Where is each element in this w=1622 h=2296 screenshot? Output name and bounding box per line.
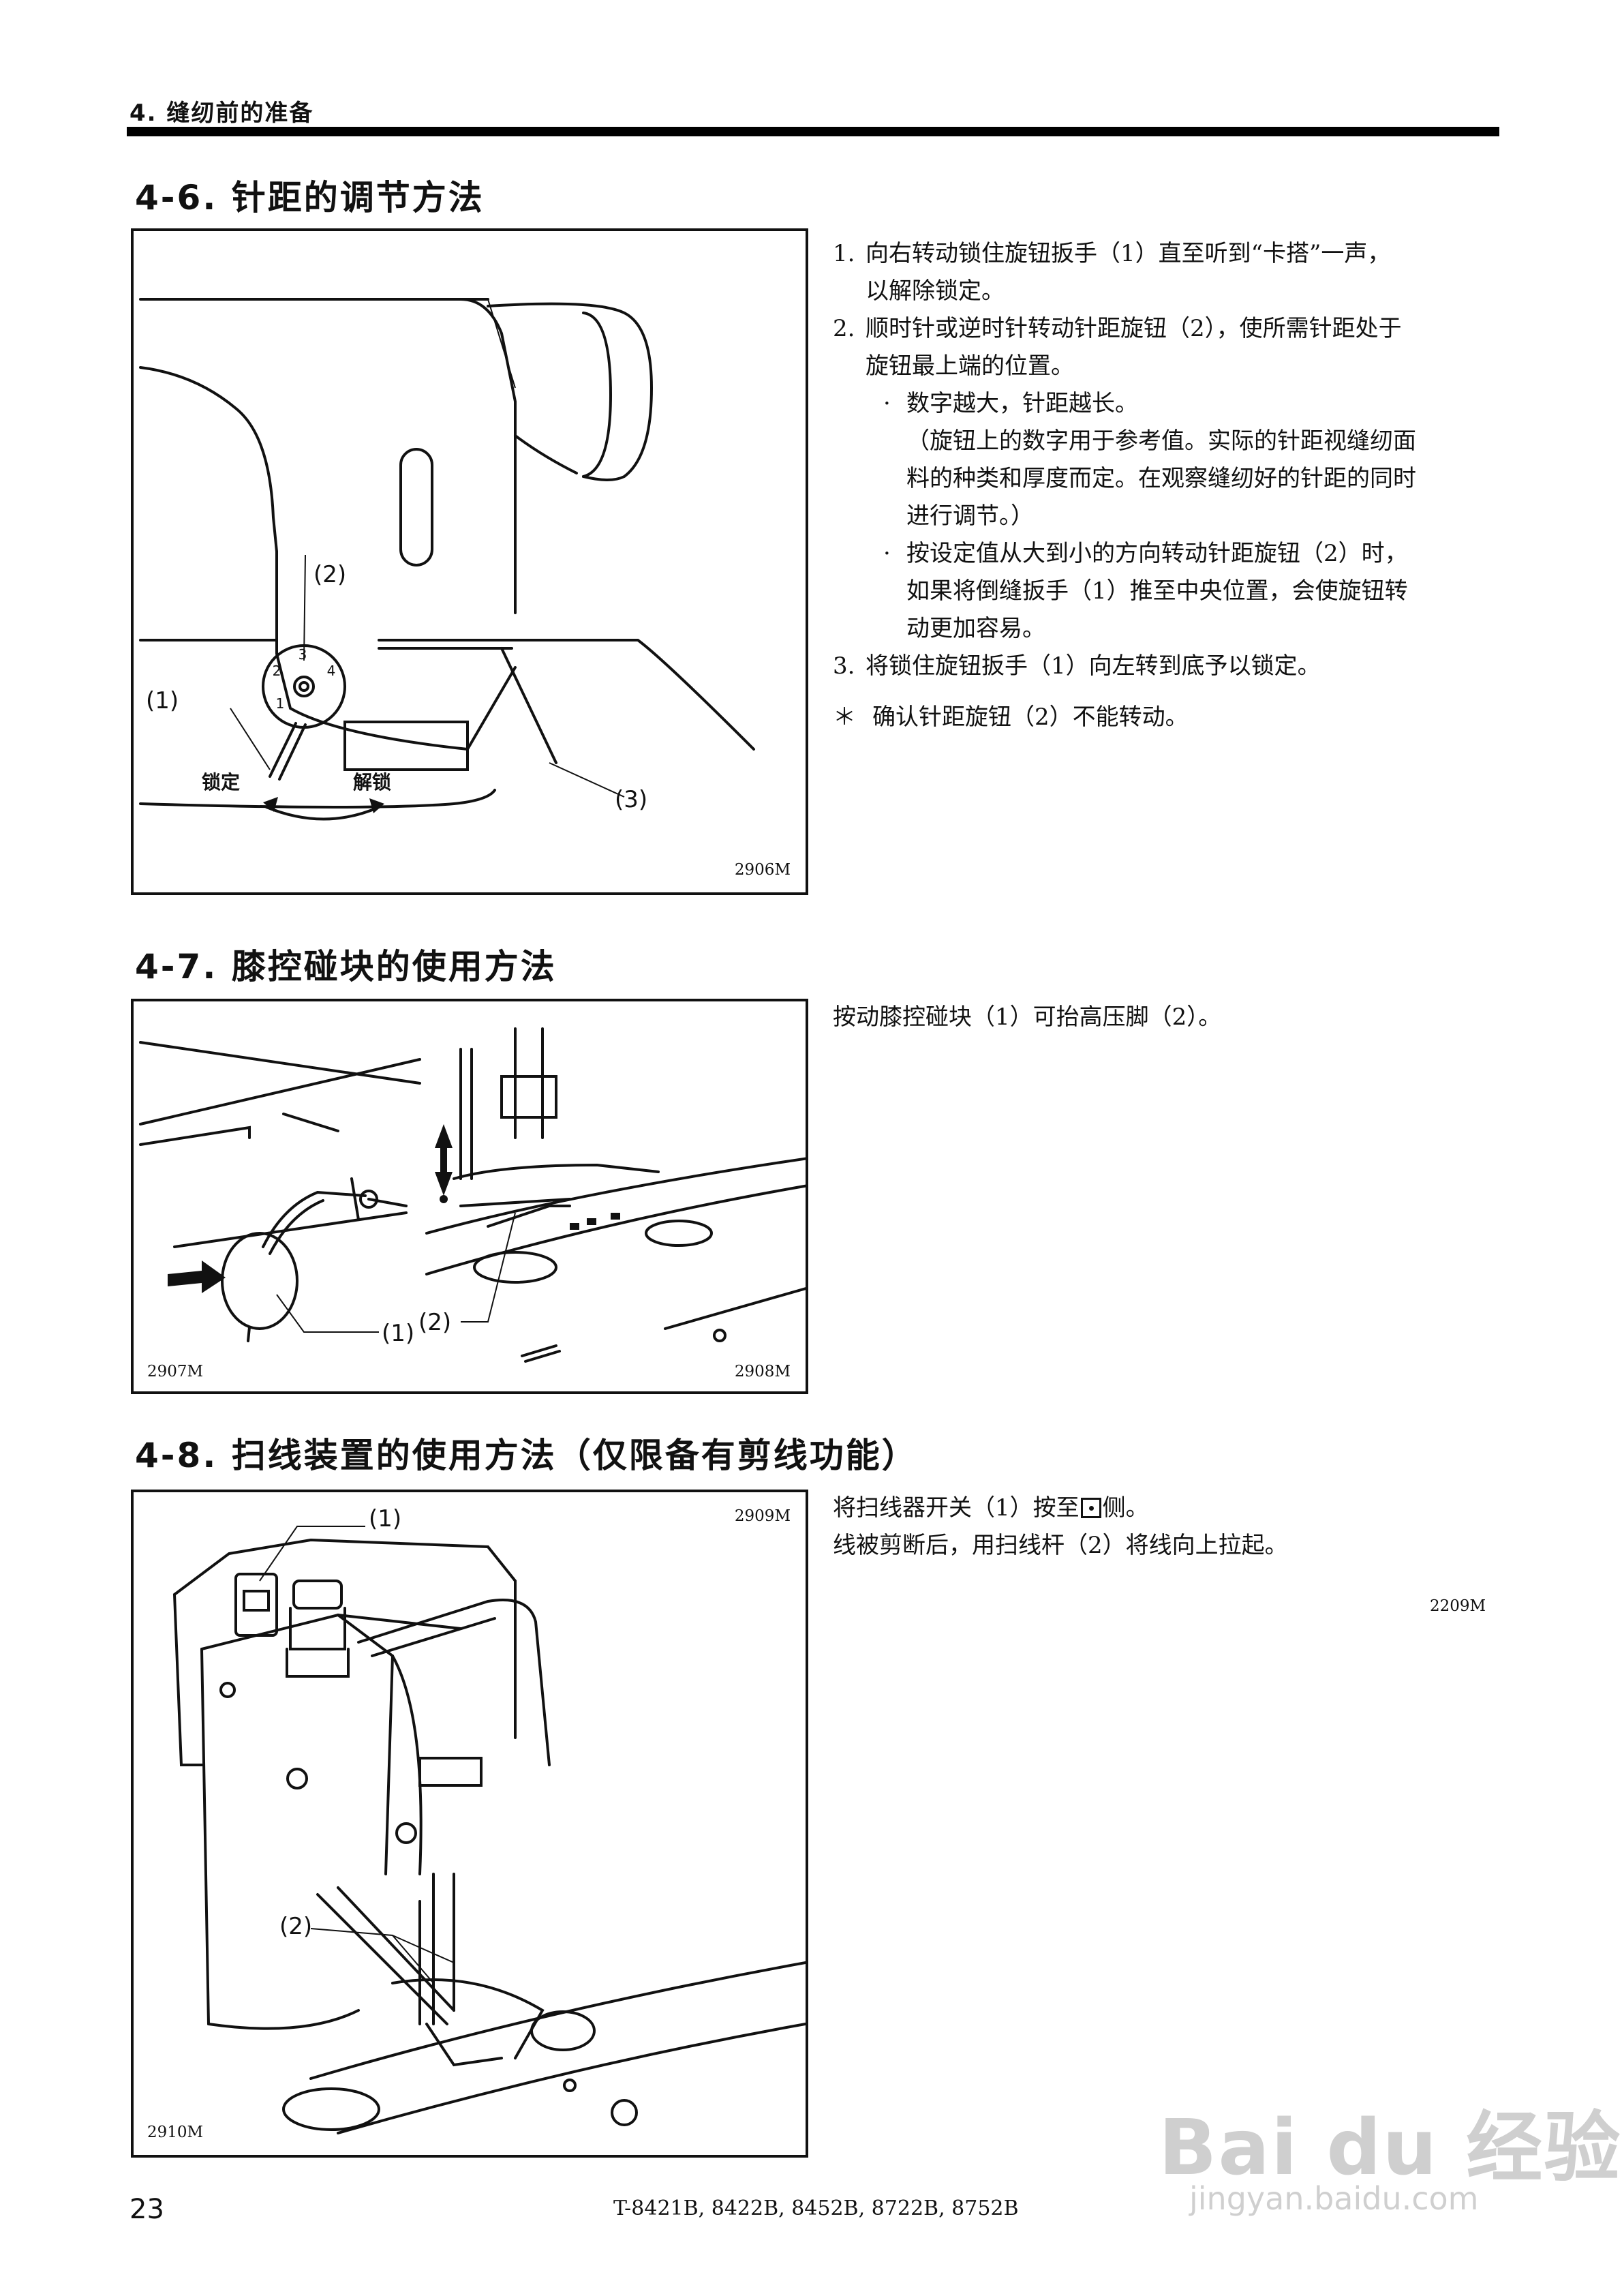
wiper-instruction-line-1-after: 侧。 xyxy=(1102,1494,1149,1522)
step-3-num: 3. xyxy=(833,652,855,680)
knee-lifter-illustration: (1) (2) xyxy=(139,1027,806,1363)
figure-code-bottom: 2910M xyxy=(147,2124,204,2141)
step-2-line-1: 顺时针或逆时针转动针距旋钮（2），使所需针距处于 xyxy=(866,315,1402,342)
bullet-1-line-4: 进行调节。） xyxy=(906,502,1034,530)
side-figure-code: 2209M xyxy=(1430,1597,1486,1615)
step-1-num: 1. xyxy=(833,240,855,267)
note-mark: ＊ xyxy=(833,704,856,731)
wiper-switch-callout: (1) xyxy=(369,1505,401,1532)
bullet-2-mark: · xyxy=(883,540,891,567)
step-1-line-2: 以解除锁定。 xyxy=(866,277,1005,305)
section-title-4-8: 4-8. 扫线装置的使用方法（仅限备有剪线功能） xyxy=(135,1436,918,1475)
bullet-1-line-2: （旋钮上的数字用于参考值。实际的针距视缝纫面 xyxy=(906,427,1416,455)
bullet-1-line-3: 料的种类和厚度而定。在观察缝纫好的针距的同时 xyxy=(906,465,1416,492)
watermark-logo: Bai du 经验 xyxy=(1159,2104,1622,2192)
watermark-url: jingyan.baidu.com xyxy=(1189,2180,1479,2217)
section-title-4-7: 4-7. 膝控碰块的使用方法 xyxy=(135,947,557,986)
header-rule xyxy=(127,127,1499,136)
wiper-illustration: (1) (2) xyxy=(173,1505,806,2134)
presser-foot-callout: (2) xyxy=(418,1309,451,1336)
wiper-instruction-line-1-before: 将扫线器开关（1）按至 xyxy=(833,1494,1080,1522)
step-3-text: 将锁住旋钮扳手（1）向左转到底予以锁定。 xyxy=(866,652,1321,680)
bullet-1-line-1: 数字越大，针距越长。 xyxy=(906,390,1138,417)
callout-1: (1) xyxy=(146,687,179,714)
stitch-dial-illustration: 3 4 2 1 (1) (2) (3) 锁定 解锁 xyxy=(139,298,755,821)
figure-stitch-length: 3 4 2 1 (1) (2) (3) 锁定 解锁 2906M xyxy=(131,228,808,895)
note-text: 确认针距旋钮（2）不能转动。 xyxy=(872,704,1189,731)
callout-2: (2) xyxy=(313,561,346,588)
bullet-2-line-2: 如果将倒缝扳手（1）推至中央位置，会使旋钮转 xyxy=(906,577,1408,605)
knee-lifter-callout: (1) xyxy=(382,1320,414,1347)
step-2-line-2: 旋钮最上端的位置。 xyxy=(866,352,1074,380)
step-1-line-1: 向右转动锁住旋钮扳手（1）直至听到“卡搭”一声， xyxy=(866,240,1391,267)
dial-number-2: 2 xyxy=(273,663,281,679)
callout-3: (3) xyxy=(615,786,647,813)
unlock-label: 解锁 xyxy=(353,771,391,794)
section-header-label: 4. 缝纫前的准备 xyxy=(129,100,314,127)
figure-wiper: (1) (2) 2909M 2910M xyxy=(131,1490,808,2158)
switch-on-icon xyxy=(1080,1498,1101,1518)
wiper-instruction-line-1: 将扫线器开关（1）按至侧。 xyxy=(833,1490,1149,1527)
figure-knee-lifter: (1) (2) 2907M 2908M xyxy=(131,999,808,1394)
bullet-2-line-3: 动更加容易。 xyxy=(906,615,1045,642)
wiper-lever-callout: (2) xyxy=(279,1913,312,1940)
wiper-instruction-line-2: 线被剪断后，用扫线杆（2）将线向上拉起。 xyxy=(833,1532,1288,1559)
bullet-2-line-1: 按设定值从大到小的方向转动针距旋钮（2）时， xyxy=(906,540,1408,567)
figure-code-left: 2907M xyxy=(147,1363,204,1380)
figure-code-right: 2908M xyxy=(734,1363,791,1380)
bullet-1-mark: · xyxy=(883,390,891,417)
dial-number-4: 4 xyxy=(327,663,336,679)
figure-code: 2906M xyxy=(734,861,791,879)
model-list: T-8421B, 8422B, 8452B, 8722B, 8752B xyxy=(613,2196,1019,2220)
dial-number-1: 1 xyxy=(276,695,285,712)
page-number: 23 xyxy=(129,2194,164,2225)
lock-label: 锁定 xyxy=(202,771,240,794)
dial-number-3: 3 xyxy=(299,646,307,663)
figure-code-top: 2909M xyxy=(734,1507,791,1525)
section-title-4-6: 4-6. 针距的调节方法 xyxy=(135,178,485,217)
knee-lifter-instruction: 按动膝控碰块（1）可抬高压脚（2）。 xyxy=(833,1003,1222,1031)
step-2-num: 2. xyxy=(833,315,855,342)
